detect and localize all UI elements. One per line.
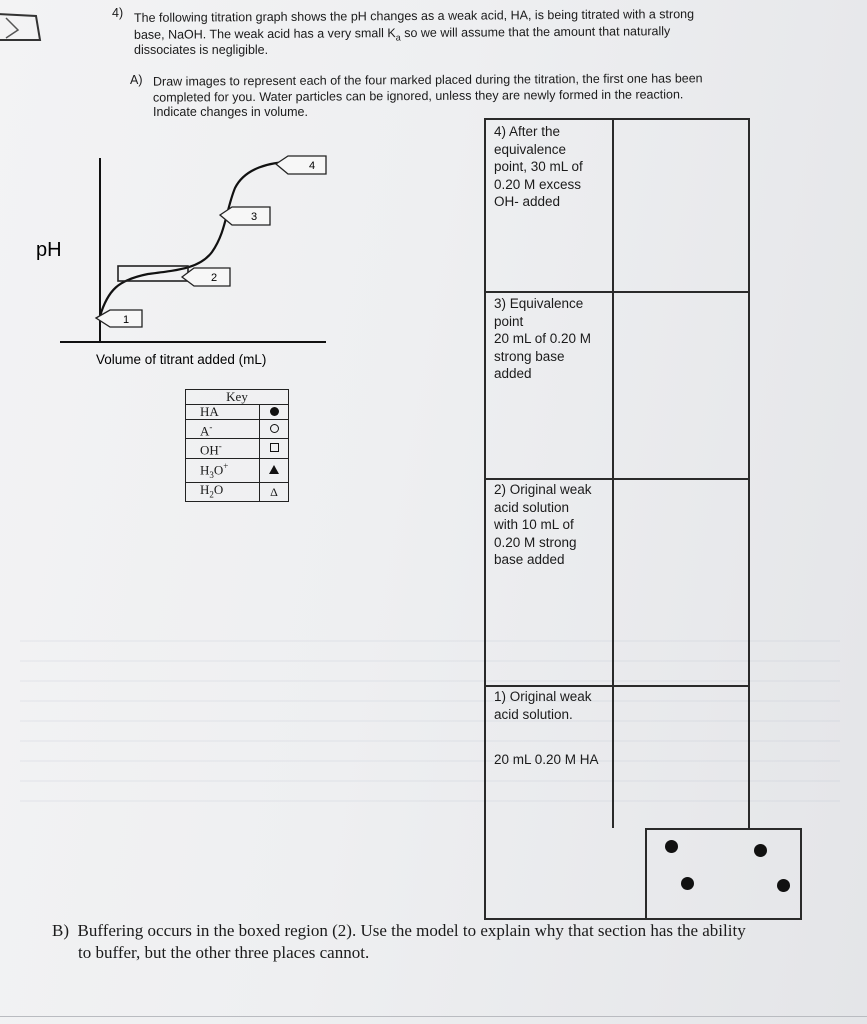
ha-particle (754, 844, 767, 857)
ha-particle (665, 840, 678, 853)
grid-right-outer (800, 828, 802, 920)
grid-row-line-3 (484, 685, 750, 687)
marker-3: 3 (218, 206, 271, 226)
marker-2: 2 (180, 267, 231, 287)
key-species-h3o: H3O+ (185, 457, 260, 483)
key-species-ha: HA (185, 404, 260, 420)
species-key-table: Key HA A- OH- H3O+ H2O Δ (185, 389, 289, 503)
key-species-h2o: H2O (185, 481, 260, 503)
titration-curve (98, 160, 293, 317)
grid-divider-2 (645, 828, 647, 920)
filled-circle-icon (259, 404, 289, 420)
key-species-oh: OH- (185, 438, 260, 459)
cell-label-point-2: 2) Original weak acid solution with 10 m… (494, 482, 592, 567)
marker-1-label: 1 (123, 314, 129, 326)
grid-right-inner (748, 118, 750, 828)
key-row-h3o: H3O+ (185, 457, 289, 483)
question-number: 4) (112, 6, 124, 20)
cell-label-point-3: 3) Equivalence point 20 mL of 0.20 M str… (494, 296, 592, 381)
cell-label-point-1: 1) Original weak acid solution. (494, 689, 592, 722)
part-b-line2: to buffer, but the other three places ca… (78, 943, 370, 962)
key-title: Key (185, 389, 289, 405)
page-bottom-line (0, 1016, 867, 1017)
key-species-a-minus: A- (185, 418, 260, 440)
question-intro-line3: dissociates is negligible. (134, 43, 269, 57)
question-intro-line2: base, NaOH. The weak acid has a very sma… (133, 24, 671, 43)
marker-1: 1 (94, 309, 143, 328)
grid-left-border (484, 118, 486, 920)
grid-bottom-border (484, 918, 802, 920)
open-triangle-icon: Δ (259, 481, 289, 503)
key-row-ha: HA (185, 404, 289, 420)
marker-4: 4 (274, 155, 327, 175)
grid-row-line-2 (484, 478, 750, 480)
grid-row-line-4 (645, 828, 802, 830)
marker-4-label: 4 (309, 160, 315, 172)
open-square-icon (259, 438, 289, 459)
titration-graph: 1 2 3 4 pH Volume of titrant added (mL) (36, 155, 327, 367)
part-a-line2: completed for you. Water particles can b… (152, 87, 684, 105)
cell-label-point-4: 4) After the equivalence point, 30 mL of… (494, 124, 583, 209)
x-axis-label: Volume of titrant added (mL) (96, 352, 266, 367)
ha-particle (777, 879, 790, 892)
key-row-h2o: H2O Δ (185, 481, 289, 503)
cell-label-point-1-amount: 20 mL 0.20 M HA (494, 752, 599, 767)
filled-triangle-icon (259, 457, 289, 483)
marker-3-label: 3 (251, 211, 257, 223)
part-a-line3: Indicate changes in volume. (153, 105, 308, 119)
key-row-a-minus: A- (185, 418, 289, 440)
key-row-oh: OH- (185, 438, 289, 459)
bleed-through-texture (20, 640, 840, 820)
marker-2-label: 2 (211, 272, 217, 284)
key-title-row: Key (185, 389, 289, 405)
grid-top-border (484, 118, 750, 120)
part-b-question: B) Buffering occurs in the boxed region … (52, 920, 746, 964)
question-intro-line1: The following titration graph shows the … (133, 7, 695, 25)
corner-tear-mark (0, 13, 42, 41)
part-a-line1: Draw images to represent each of the fou… (152, 71, 703, 89)
part-b-line1: B) Buffering occurs in the boxed region … (52, 921, 746, 940)
grid-divider-1 (612, 118, 614, 828)
y-axis-label: pH (36, 239, 62, 261)
open-circle-icon (259, 418, 289, 440)
grid-row-line-1 (484, 291, 750, 293)
ha-particle (681, 877, 694, 890)
part-a-label: A) (130, 73, 143, 87)
